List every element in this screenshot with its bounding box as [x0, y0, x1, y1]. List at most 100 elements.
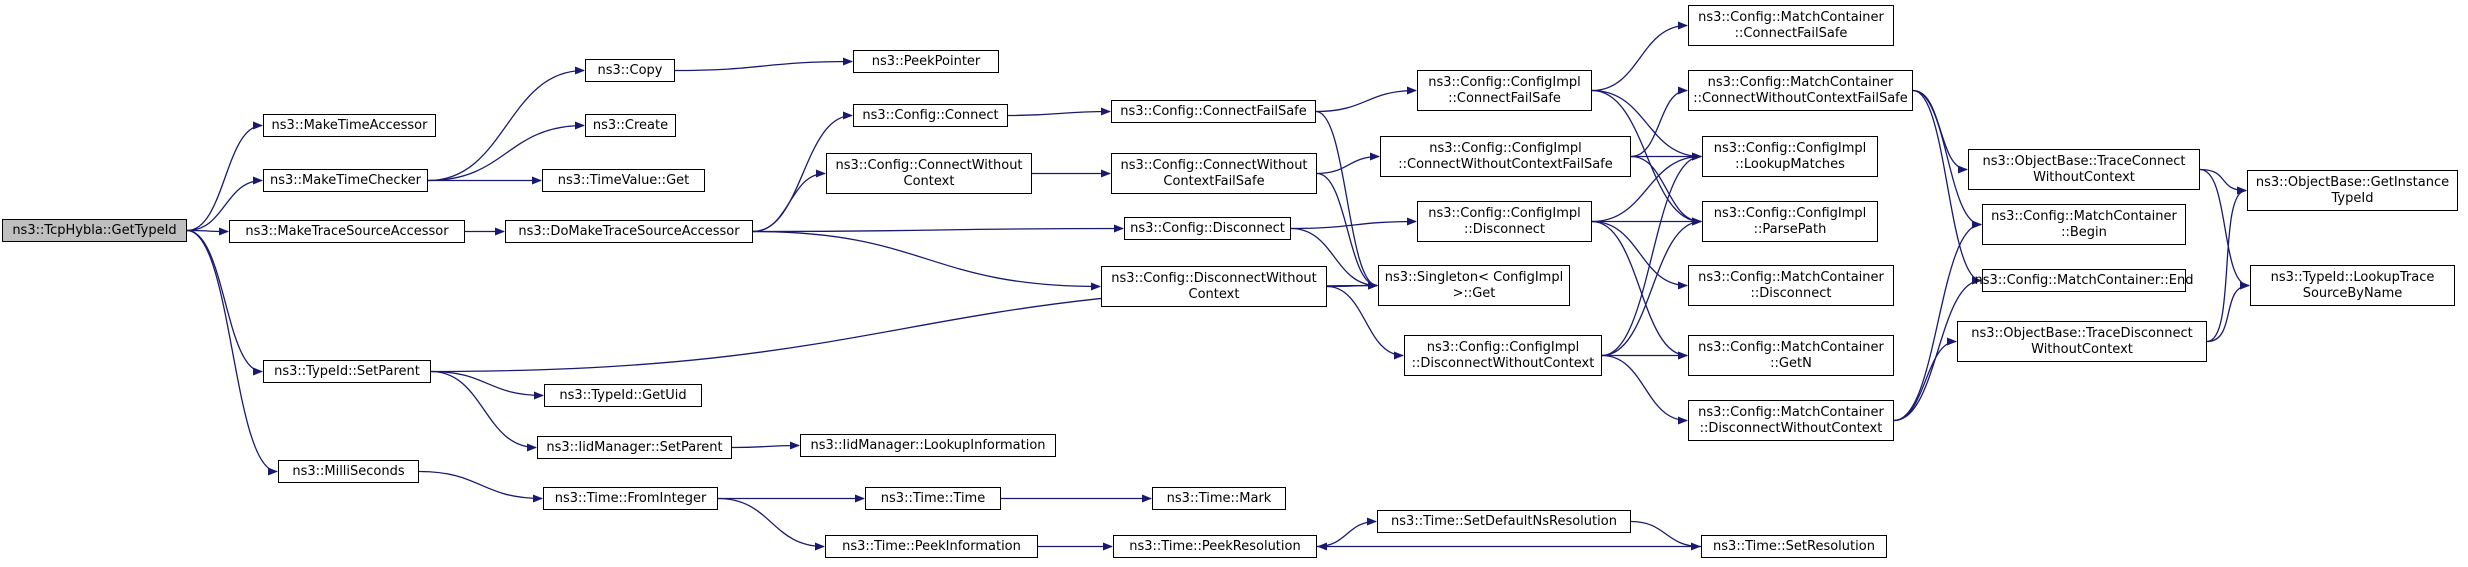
node-iid-lookup-information[interactable]: ns3::IidManager::LookupInformation: [800, 434, 1056, 457]
node-label-line: ns3::Config::MatchContainer: [1698, 339, 1884, 355]
node-impl-lookup-matches[interactable]: ns3::Config::ConfigImpl::LookupMatches: [1702, 136, 1878, 177]
edge-obTraceConnectWithoutContext-to-typeIdLookupTraceSourceByName: [2199, 168, 2250, 290]
edge-implConnectWithoutContextFailSafe-to-mcConnectWithoutContextFailSafe: [1630, 86, 1688, 158]
node-time-mark[interactable]: ns3::Time::Mark: [1152, 487, 1286, 510]
node-label-line: ::DisconnectWithoutContext: [1699, 420, 1883, 436]
edge-makeTimeChecker-to-create: [427, 121, 585, 182]
node-label-line: ns3::ObjectBase::TraceDisconnect: [1971, 325, 2193, 341]
edge-makeTimeChecker-to-copy: [427, 66, 585, 182]
node-config-connect[interactable]: ns3::Config::Connect: [853, 104, 1008, 127]
node-label-line: ::ConnectFailSafe: [1734, 25, 1848, 41]
node-label-line: ContextFailSafe: [1163, 173, 1265, 189]
node-label-line: ns3::MakeTimeAccessor: [271, 117, 428, 133]
node-label-line: ::ConnectWithoutContextFailSafe: [1398, 156, 1613, 172]
node-label-line: ns3::Time::SetResolution: [1713, 538, 1875, 554]
node-milli-seconds[interactable]: ns3::MilliSeconds: [278, 460, 419, 483]
node-label-line: ns3::TimeValue::Get: [557, 172, 690, 188]
node-time-time[interactable]: ns3::Time::Time: [865, 487, 1001, 510]
node-label-line: ns3::Config::ConfigImpl: [1713, 205, 1867, 221]
node-impl-disconnect[interactable]: ns3::Config::ConfigImpl::Disconnect: [1417, 201, 1592, 242]
node-label-line: ns3::Config::ConnectWithout: [835, 157, 1023, 173]
edge-iidSetParent-to-iidLookupInformation: [731, 441, 800, 450]
node-mc-connect-fail-safe[interactable]: ns3::Config::MatchContainer::ConnectFail…: [1688, 5, 1894, 46]
node-label-line: TypeId: [2331, 190, 2374, 206]
edge-obTraceDisconnectWithoutContext-to-typeIdLookupTraceSourceByName: [2206, 281, 2250, 343]
node-label-line: ns3::MakeTraceSourceAccessor: [245, 223, 449, 239]
edge-doMakeTraceSourceAccessor-to-configDisconnectWithoutContext: [752, 230, 1101, 291]
edge-configDisconnect-to-singletonGet: [1290, 227, 1378, 290]
node-label-line: ns3::Config::Connect: [862, 107, 999, 123]
node-label-line: ns3::Config::DisconnectWithout: [1111, 270, 1317, 286]
edge-getTypeId-to-milliSeconds: [186, 229, 278, 476]
node-time-peek-information[interactable]: ns3::Time::PeekInformation: [825, 535, 1038, 558]
edge-configDisconnectWithoutContext-to-implDisconnectWithoutContext: [1326, 285, 1404, 360]
node-make-trace-source-accessor[interactable]: ns3::MakeTraceSourceAccessor: [229, 220, 465, 243]
node-time-set-resolution[interactable]: ns3::Time::SetResolution: [1701, 535, 1887, 558]
node-label-line: ::ParsePath: [1753, 221, 1827, 237]
node-create[interactable]: ns3::Create: [585, 114, 676, 137]
node-peek-pointer[interactable]: ns3::PeekPointer: [853, 50, 999, 73]
node-label-line: ns3::Config::MatchContainer: [1707, 74, 1894, 90]
node-label-line: ns3::Config::ConfigImpl: [1428, 205, 1581, 221]
edge-configDisconnect-to-implDisconnect: [1290, 217, 1417, 230]
edge-timePeekResolution-to-timeSetDefaultNsResolution: [1316, 517, 1377, 548]
node-label-line: ns3::TypeId::SetParent: [274, 363, 420, 379]
node-label-line: ns3::Config::MatchContainer: [1698, 9, 1884, 25]
node-impl-connect-fail-safe[interactable]: ns3::Config::ConfigImpl::ConnectFailSafe: [1417, 70, 1592, 111]
node-copy[interactable]: ns3::Copy: [585, 59, 675, 82]
node-mc-connect-without-context-fail-safe[interactable]: ns3::Config::MatchContainer::ConnectWith…: [1688, 70, 1913, 111]
node-time-from-integer[interactable]: ns3::Time::FromInteger: [543, 487, 718, 510]
edge-implConnectFailSafe-to-implLookupMatches: [1591, 89, 1702, 161]
node-label-line: ns3::TypeId::LookupTrace: [2270, 269, 2435, 285]
node-impl-parse-path[interactable]: ns3::Config::ConfigImpl::ParsePath: [1702, 201, 1878, 242]
edge-configConnect-to-configConnectFailSafe: [1007, 107, 1111, 117]
node-iid-set-parent[interactable]: ns3::IidManager::SetParent: [537, 436, 732, 459]
node-make-time-checker[interactable]: ns3::MakeTimeChecker: [263, 169, 428, 192]
node-label-line: ns3::Time::Time: [880, 490, 986, 506]
node-mc-end[interactable]: ns3::Config::MatchContainer::End: [1975, 269, 2193, 292]
node-do-make-trace-source-accessor[interactable]: ns3::DoMakeTraceSourceAccessor: [505, 220, 753, 243]
node-mc-disconnect-without-context[interactable]: ns3::Config::MatchContainer::DisconnectW…: [1688, 400, 1894, 441]
node-label-line: ns3::ObjectBase::TraceConnect: [1982, 153, 2186, 169]
node-config-disconnect[interactable]: ns3::Config::Disconnect: [1124, 217, 1291, 240]
edge-getTypeId-to-makeTimeAccessor: [186, 121, 263, 232]
edge-mcDisconnectWithoutContext-to-mcBegin: [1893, 220, 1982, 422]
node-label-line: Context: [1188, 286, 1240, 302]
node-impl-connect-without-context-fail-safe[interactable]: ns3::Config::ConfigImpl::ConnectWithoutC…: [1380, 136, 1631, 177]
node-time-set-default-ns-resolution[interactable]: ns3::Time::SetDefaultNsResolution: [1377, 510, 1631, 533]
node-get-type-id[interactable]: ns3::TcpHybla::GetTypeId: [2, 219, 187, 242]
node-mc-begin[interactable]: ns3::Config::MatchContainer::Begin: [1982, 204, 2186, 245]
node-impl-disconnect-without-context[interactable]: ns3::Config::ConfigImpl::DisconnectWitho…: [1404, 335, 1602, 376]
node-label-line: ns3::TcpHybla::GetTypeId: [12, 222, 177, 238]
edge-mcDisconnectWithoutContext-to-mcEnd: [1893, 276, 1982, 422]
edge-mcConnectWithoutContextFailSafe-to-mcBegin: [1912, 89, 1982, 229]
node-type-id-get-uid[interactable]: ns3::TypeId::GetUid: [544, 384, 702, 407]
node-label-line: ns3::Singleton< ConfigImpl: [1384, 269, 1564, 285]
node-label-line: ns3::MilliSeconds: [292, 463, 405, 479]
edge-implDisconnectWithoutContext-to-mcDisconnectWithoutContext: [1601, 354, 1688, 425]
node-type-id-set-parent[interactable]: ns3::TypeId::SetParent: [263, 360, 431, 383]
node-label-line: ::DisconnectWithoutContext: [1411, 355, 1595, 371]
node-singleton-get[interactable]: ns3::Singleton< ConfigImpl>::Get: [1378, 265, 1570, 306]
node-time-peek-resolution[interactable]: ns3::Time::PeekResolution: [1113, 535, 1317, 558]
node-time-value-get[interactable]: ns3::TimeValue::Get: [542, 169, 705, 192]
edge-getTypeId-to-typeIdSetParent: [186, 229, 263, 376]
node-label-line: >::Get: [1452, 285, 1496, 301]
edge-implDisconnect-to-implLookupMatches: [1591, 152, 1702, 223]
edge-implDisconnect-to-mcDisconnect: [1591, 220, 1688, 290]
node-label-line: ns3::Config::ConfigImpl: [1428, 74, 1581, 90]
node-mc-disconnect[interactable]: ns3::Config::MatchContainer::Disconnect: [1688, 265, 1894, 306]
edge-configConnectFailSafe-to-implConnectFailSafe: [1315, 86, 1417, 113]
node-mc-get-n[interactable]: ns3::Config::MatchContainer::GetN: [1688, 335, 1894, 376]
node-make-time-accessor[interactable]: ns3::MakeTimeAccessor: [263, 114, 436, 137]
node-config-connect-fail-safe[interactable]: ns3::Config::ConnectFailSafe: [1111, 100, 1316, 123]
node-label-line: WithoutContext: [2031, 341, 2133, 357]
